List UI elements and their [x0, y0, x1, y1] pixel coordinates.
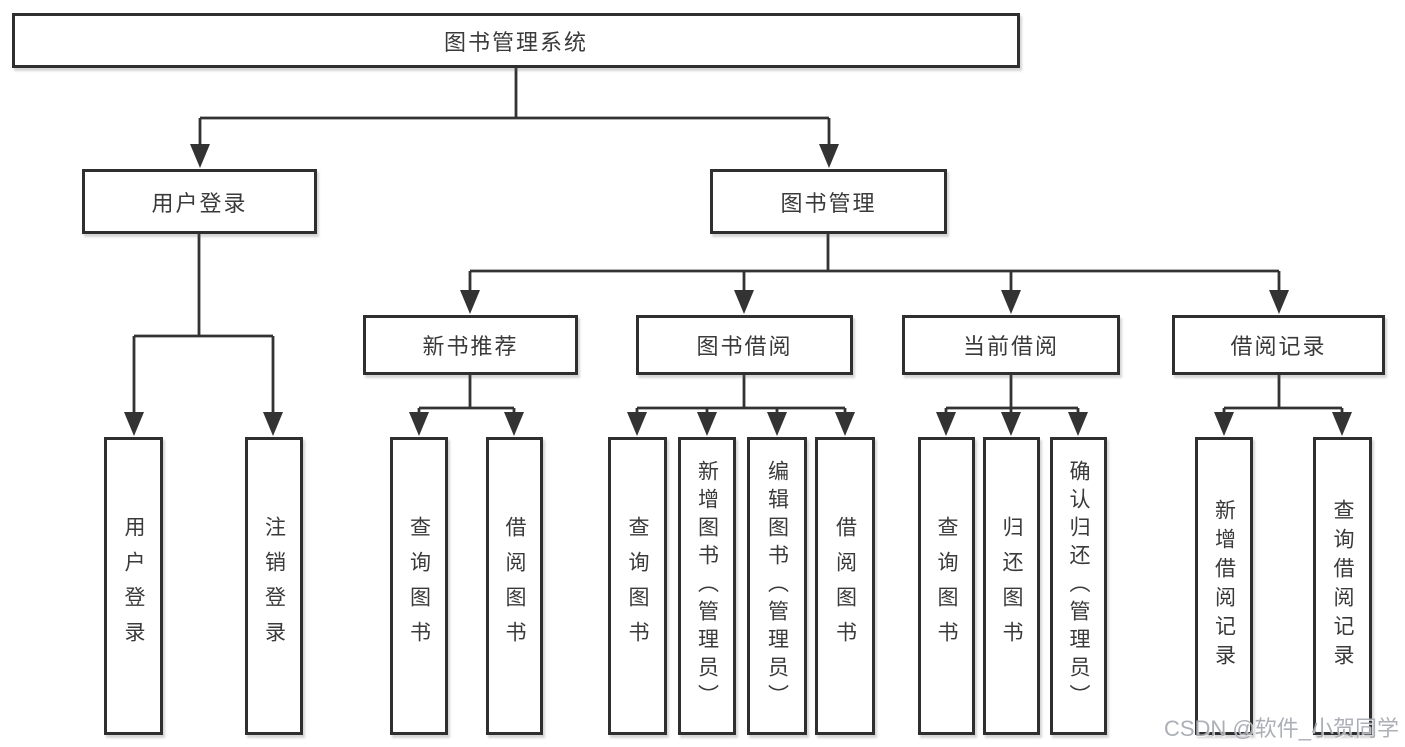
connector-currentborrow-to-leaves — [944, 375, 1080, 417]
node-book-borrow: 图书借阅 — [636, 315, 853, 375]
leaf-query-book-borrow-label: 查询图书 — [626, 516, 649, 656]
leaf-borrow-book-recommend-label: 借阅图书 — [503, 516, 526, 656]
leaf-add-book-admin-label: 新增图书（管理员） — [695, 460, 719, 712]
arrowheads — [124, 144, 1352, 436]
connector-bookborrow-to-leaves — [635, 375, 847, 417]
leaf-borrow-book-label: 借阅图书 — [833, 516, 857, 656]
leaf-confirm-return-admin: 确认归还（管理员） — [1050, 437, 1107, 735]
leaf-borrow-book: 借阅图书 — [815, 437, 875, 735]
node-current-borrow: 当前借阅 — [902, 315, 1120, 375]
leaf-logout: 注销登录 — [245, 437, 303, 735]
leaf-logout-label: 注销登录 — [262, 516, 286, 656]
leaf-add-borrow-record-label: 新增借阅记录 — [1212, 499, 1236, 673]
node-borrow-records: 借阅记录 — [1172, 315, 1385, 375]
node-borrow-records-label: 借阅记录 — [1230, 334, 1327, 359]
leaf-user-login-label: 用户登录 — [122, 516, 145, 656]
leaf-edit-book-admin: 编辑图书（管理员） — [747, 437, 807, 735]
node-book-borrow-label: 图书借阅 — [696, 334, 793, 359]
leaf-query-book-recommend-label: 查询图书 — [407, 516, 431, 656]
connector-bookmgmt-to-level3 — [468, 234, 1281, 295]
node-book-management-label: 图书管理 — [780, 190, 877, 216]
node-book-management: 图书管理 — [710, 169, 947, 234]
node-new-book-recommend: 新书推荐 — [363, 315, 578, 375]
node-user-login-label: 用户登录 — [151, 190, 248, 216]
csdn-watermark: CSDN @软件_小贺同学 — [1163, 716, 1399, 741]
connector-records-to-leaves — [1222, 375, 1344, 417]
node-new-book-recommend-label: 新书推荐 — [422, 334, 519, 359]
leaf-add-book-admin: 新增图书（管理员） — [678, 437, 736, 735]
connector-userlogin-to-leaves — [132, 234, 275, 416]
leaf-user-login: 用户登录 — [104, 437, 163, 735]
leaf-edit-book-admin-label: 编辑图书（管理员） — [765, 460, 789, 712]
leaf-query-borrow-record-label: 查询借阅记录 — [1331, 499, 1354, 673]
leaf-query-book-borrow: 查询图书 — [608, 437, 667, 735]
leaf-query-book-current: 查询图书 — [918, 437, 975, 735]
leaf-confirm-return-admin-label: 确认归还（管理员） — [1067, 460, 1090, 712]
node-user-login: 用户登录 — [82, 169, 317, 234]
leaf-add-borrow-record: 新增借阅记录 — [1195, 437, 1253, 735]
leaf-borrow-book-recommend: 借阅图书 — [486, 437, 543, 735]
leaf-query-book-recommend: 查询图书 — [390, 437, 448, 735]
node-root-system: 图书管理系统 — [12, 13, 1020, 68]
leaf-return-book: 归还图书 — [983, 437, 1040, 735]
leaf-query-borrow-record: 查询借阅记录 — [1313, 437, 1372, 735]
node-current-borrow-label: 当前借阅 — [962, 334, 1059, 359]
connector-root-to-level2 — [198, 68, 831, 150]
leaf-query-book-current-label: 查询图书 — [935, 516, 958, 656]
leaf-return-book-label: 归还图书 — [1000, 516, 1023, 656]
connector-newbook-to-leaves — [417, 375, 516, 417]
node-root-system-label: 图书管理系统 — [443, 29, 588, 55]
